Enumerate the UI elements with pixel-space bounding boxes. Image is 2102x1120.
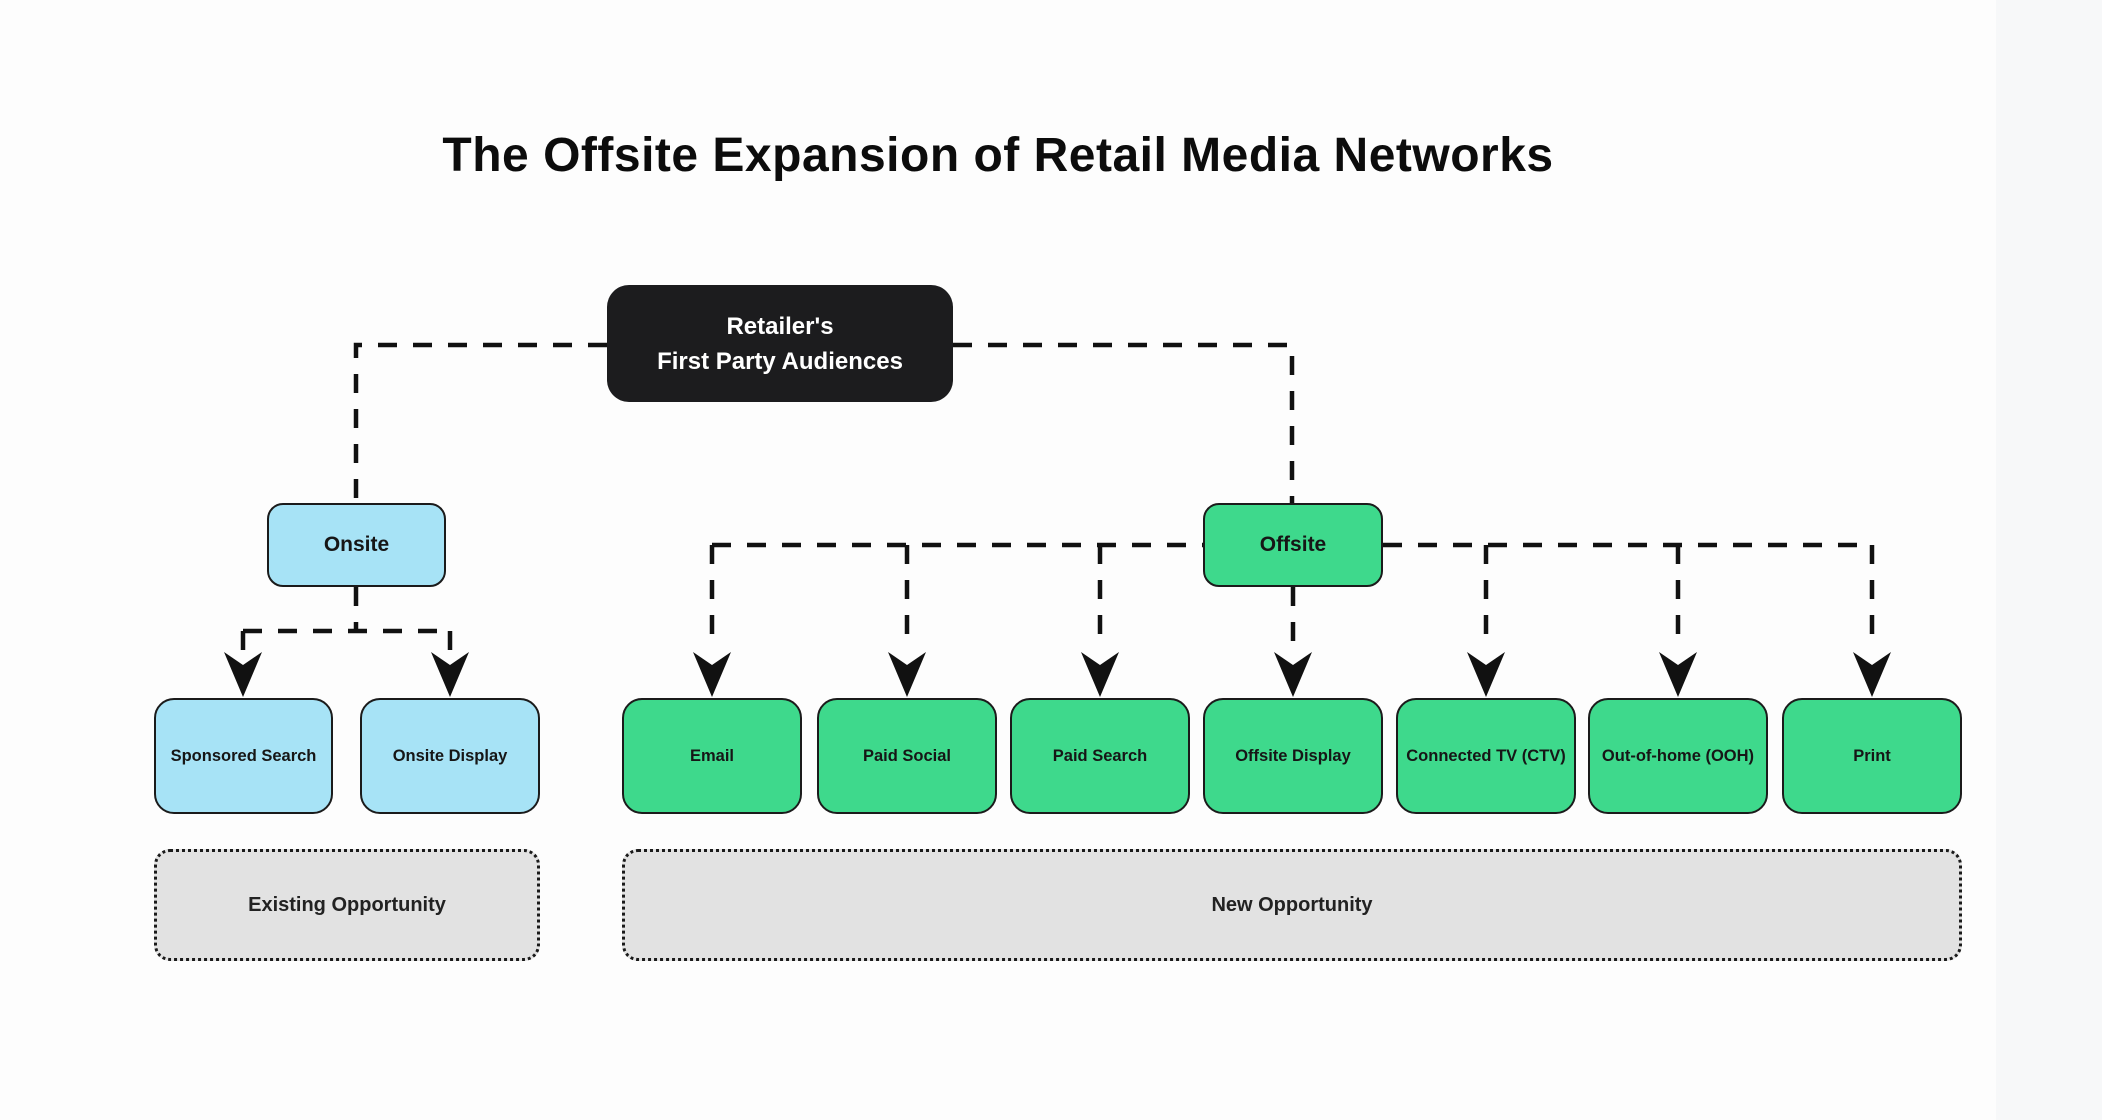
arrowhead xyxy=(1274,652,1312,697)
arrowhead xyxy=(1853,652,1891,697)
arrowhead xyxy=(431,652,469,697)
arrowhead xyxy=(693,652,731,697)
canvas-right-gutter xyxy=(1996,0,2102,1120)
group-new-opportunity: New Opportunity xyxy=(622,849,1962,961)
node-paid-search: Paid Search xyxy=(1010,698,1190,814)
node-onsite: Onsite xyxy=(267,503,446,587)
arrowhead xyxy=(1081,652,1119,697)
root-label-line1: Retailer's xyxy=(726,312,834,340)
node-retailers-first-party-audiences: Retailer's First Party Audiences xyxy=(607,285,953,402)
node-print: Print xyxy=(1782,698,1962,814)
group-existing-opportunity: Existing Opportunity xyxy=(154,849,540,961)
node-out-of-home: Out-of-home (OOH) xyxy=(1588,698,1768,814)
node-sponsored-search: Sponsored Search xyxy=(154,698,333,814)
node-offsite-display: Offsite Display xyxy=(1203,698,1383,814)
arrowheads xyxy=(224,652,1891,697)
connector-onsite-drops xyxy=(240,631,453,650)
node-connected-tv: Connected TV (CTV) xyxy=(1396,698,1576,814)
connector-root-onsite xyxy=(353,342,607,503)
arrowhead xyxy=(1659,652,1697,697)
arrowhead xyxy=(224,652,262,697)
node-email: Email xyxy=(622,698,802,814)
node-paid-social: Paid Social xyxy=(817,698,997,814)
connector-offsite-drops xyxy=(709,545,1875,650)
connector-root-offsite xyxy=(953,342,1295,503)
diagram-title: The Offsite Expansion of Retail Media Ne… xyxy=(442,129,1554,182)
arrowhead xyxy=(888,652,926,697)
arrowhead xyxy=(1467,652,1505,697)
node-offsite: Offsite xyxy=(1203,503,1383,587)
node-onsite-display: Onsite Display xyxy=(360,698,540,814)
root-label-line2: First Party Audiences xyxy=(657,347,903,375)
